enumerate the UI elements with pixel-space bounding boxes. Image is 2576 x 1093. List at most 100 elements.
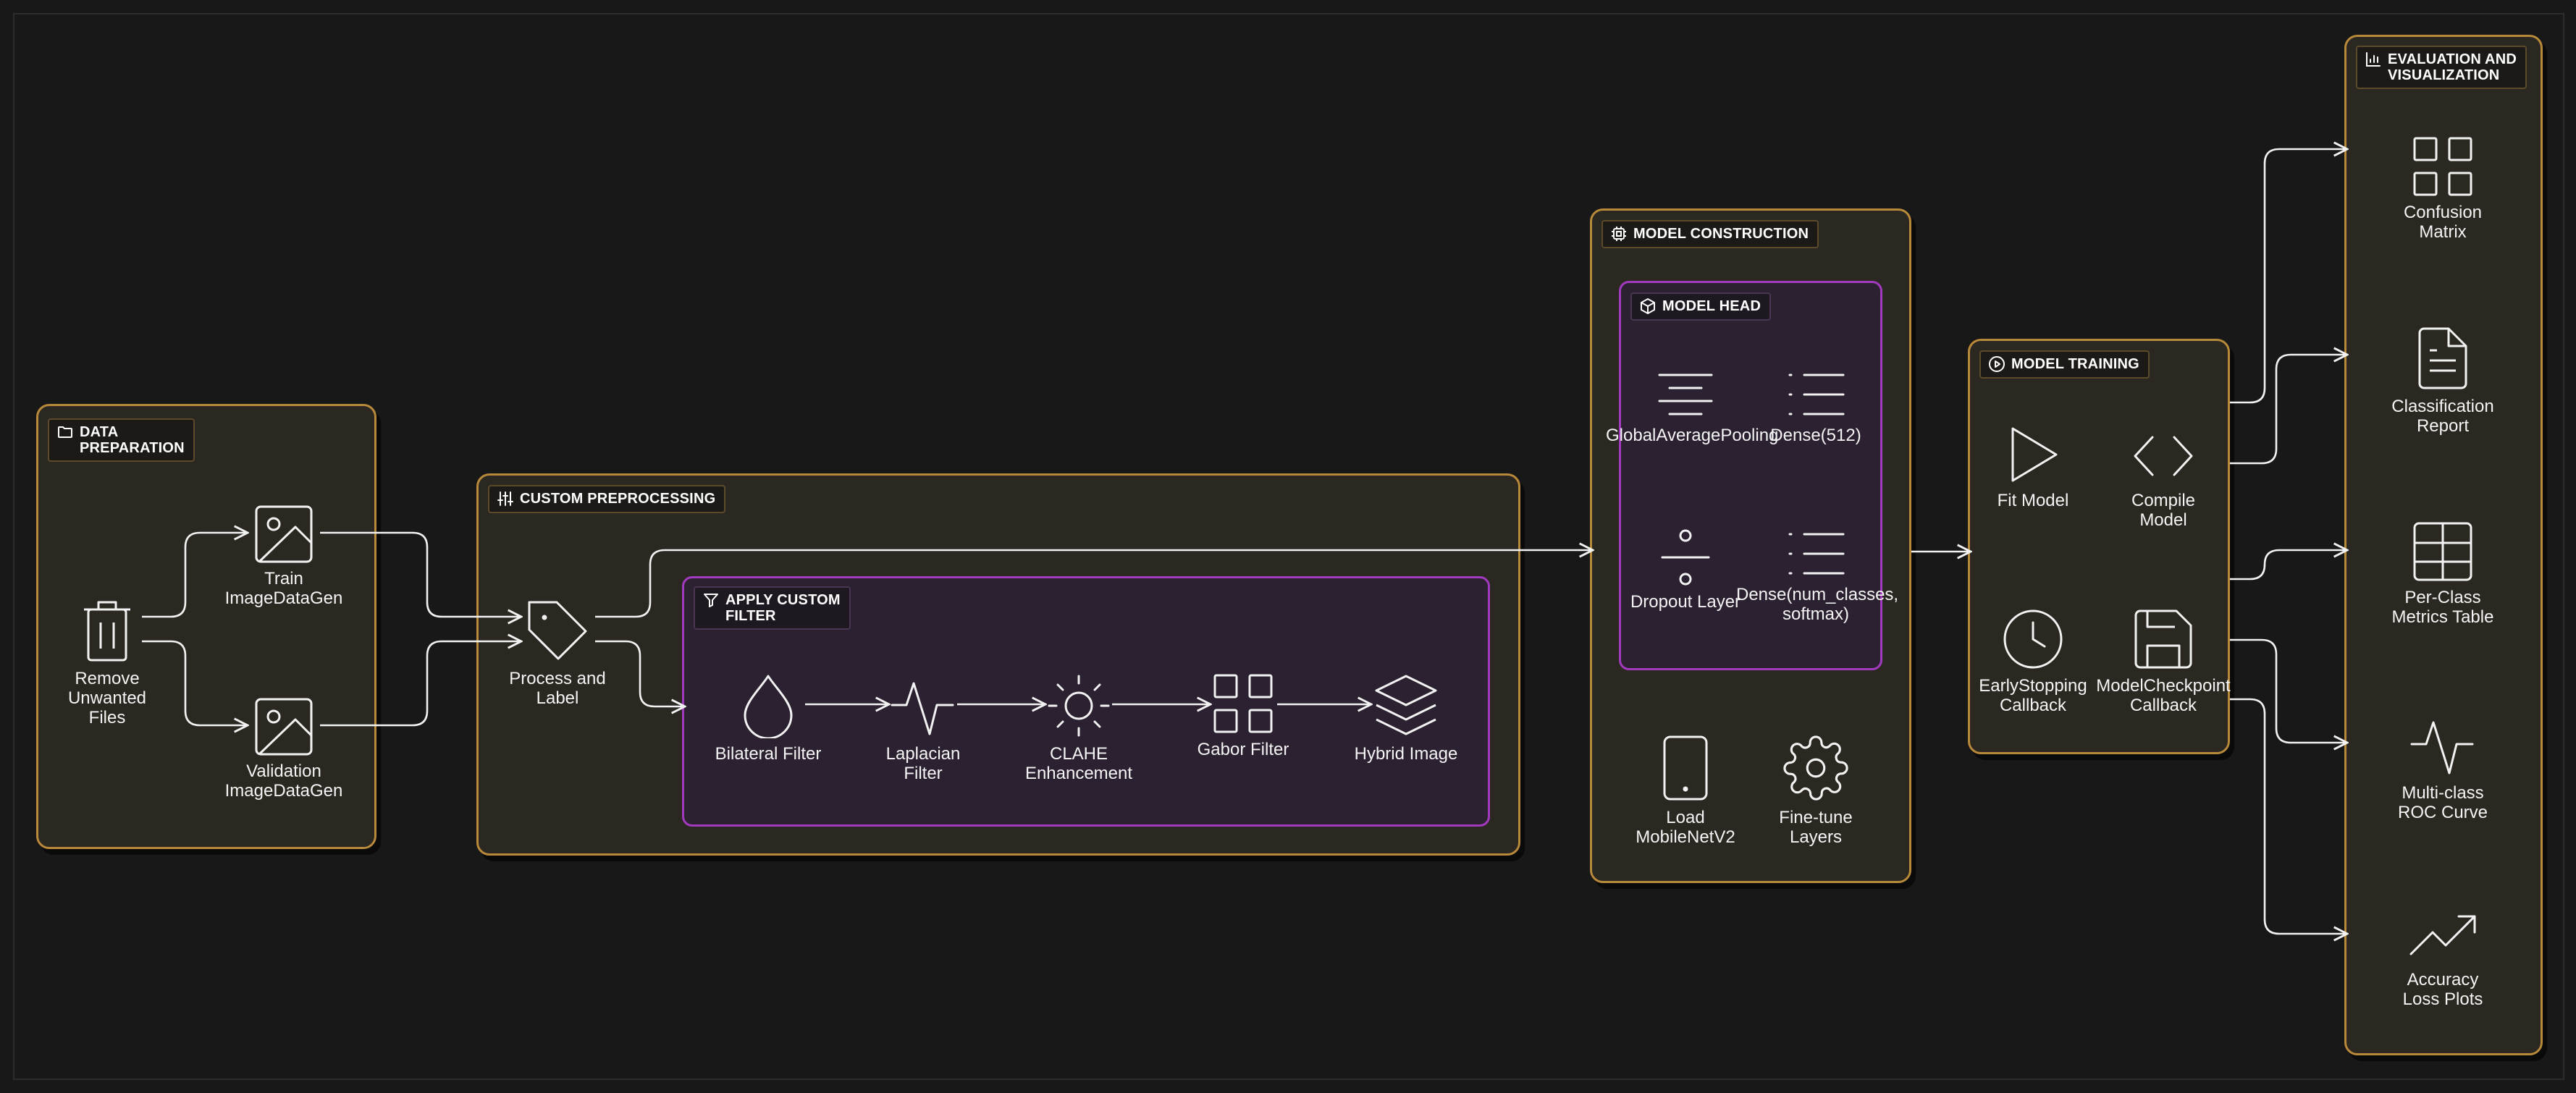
grid-icon [1213,674,1273,733]
node-label: ModelCheckpoint Callback [2096,676,2231,715]
node-label: Fit Model [1997,491,2069,510]
image-icon [255,698,313,756]
group-model-head: MODEL HEAD [1619,281,1882,670]
table-icon [2413,522,2472,581]
edge-train-process [320,531,521,617]
node-bilateral-filter[interactable]: Bilateral Filter [689,673,848,764]
node-label: Compile Model [2131,491,2196,530]
save-icon [2134,609,2192,669]
node-process-and-label[interactable]: Process and Label [478,598,637,708]
node-remove-unwanted-files[interactable]: Remove Unwanted Files [28,598,187,727]
node-label: Per-Class Metrics Table [2391,588,2494,627]
sun-icon [1048,675,1110,737]
group-label-apply-custom-filter: APPLY CUSTOM FILTER [694,586,851,630]
activity-icon [2410,721,2474,775]
node-label: Confusion Matrix [2403,203,2483,242]
group-label-evaluation: EVALUATION AND VISUALIZATION [2356,46,2527,89]
gear-icon [1783,735,1848,801]
group-title: APPLY CUSTOM FILTER [725,592,841,624]
box-icon [1641,298,1655,314]
node-fine-tune-layers[interactable]: Fine-tune Layers [1736,734,1895,847]
node-label: Dense(num_classes, softmax) [1736,585,1899,624]
node-train-imagedatagen[interactable]: Train ImageDataGen [204,505,363,608]
node-label: Gabor Filter [1197,740,1289,759]
edge-training-roc [2230,638,2347,743]
edge-process-construction [595,550,1593,618]
node-classification-report[interactable]: Classification Report [2363,326,2522,436]
tablet-icon [1663,735,1708,801]
node-label: Remove Unwanted Files [67,669,147,727]
play-icon [2011,427,2058,482]
node-label: Fine-tune Layers [1779,808,1853,847]
edge-remove-train [142,533,248,618]
node-label: Laplacian Filter [885,744,961,783]
node-label: Accuracy Loss Plots [2402,970,2483,1009]
node-confusion-matrix[interactable]: Confusion Matrix [2363,136,2522,242]
trash-icon [84,601,130,662]
edge-process-filter [595,640,685,706]
file-text-icon [2418,327,2467,389]
layers-icon [1375,675,1437,735]
group-data-preparation: DATA PREPARATION [36,404,376,849]
trending-up-icon [2409,915,2476,955]
list-icon [1788,374,1845,415]
node-label: Classification Report [2391,397,2494,436]
divide-icon [1661,529,1710,586]
filter-icon [704,594,718,607]
canvas-frame [13,13,2564,1080]
node-laplacian-filter[interactable]: Laplacian Filter [843,673,1003,783]
group-title: MODEL CONSTRUCTION [1633,226,1809,242]
node-dropout-layer[interactable]: Dropout Layer [1606,528,1765,612]
align-center-icon [1658,374,1713,415]
droplet-icon [744,675,793,738]
node-early-stopping-callback[interactable]: EarlyStopping Callback [1953,608,2113,715]
node-label: Hybrid Image [1354,744,1458,764]
node-fit-model[interactable]: Fit Model [1953,424,2113,510]
node-multi-class-roc-curve[interactable]: Multi-class ROC Curve [2363,712,2522,822]
group-title: EVALUATION AND VISUALIZATION [2388,51,2517,83]
node-label: Train ImageDataGen [224,569,343,608]
node-gabor-filter[interactable]: Gabor Filter [1163,673,1323,759]
node-dense-512[interactable]: Dense(512) [1736,369,1895,445]
node-compile-model[interactable]: Compile Model [2084,427,2243,530]
cpu-icon [1612,227,1626,241]
node-global-average-pooling[interactable]: GlobalAveragePooling [1606,369,1778,445]
node-label: Bilateral Filter [715,744,822,764]
clock-icon [2003,609,2063,669]
list-icon [1788,533,1845,575]
bar-chart-icon [2366,52,2381,67]
edge-training-perclass [2230,550,2347,581]
node-label: CLAHE Enhancement [1024,744,1133,783]
group-title: DATA PREPARATION [80,424,185,456]
group-title: CUSTOM PREPROCESSING [520,491,716,507]
node-hybrid-image[interactable]: Hybrid Image [1326,673,1486,764]
group-title: MODEL TRAINING [2011,356,2139,372]
group-label-custom-preprocessing: CUSTOM PREPROCESSING [488,485,726,513]
edge-remove-validation [142,640,248,725]
node-label: Multi-class ROC Curve [2397,783,2488,822]
image-icon [255,505,313,563]
play-circle-icon [1989,356,2005,372]
node-label: Process and Label [509,669,606,708]
group-label-model-head: MODEL HEAD [1630,292,1772,321]
activity-icon [891,682,954,735]
node-clahe-enhancement[interactable]: CLAHE Enhancement [999,673,1158,783]
edge-validation-process [320,641,521,727]
tag-icon [528,601,587,660]
grid-icon [2413,137,2472,196]
node-load-mobilenetv2[interactable]: Load MobileNetV2 [1606,734,1765,847]
edge-training-confusion [2230,149,2347,404]
node-label: Load MobileNetV2 [1636,808,1735,847]
node-accuracy-loss-plots[interactable]: Accuracy Loss Plots [2363,906,2522,1009]
node-dense-output[interactable]: Dense(num_classes, softmax) [1736,528,1899,624]
node-model-checkpoint-callback[interactable]: ModelCheckpoint Callback [2084,608,2243,715]
node-label: EarlyStopping Callback [1979,676,2087,715]
edge-training-report [2230,355,2347,465]
edge-training-plots [2230,698,2347,934]
node-validation-imagedatagen[interactable]: Validation ImageDataGen [204,698,363,801]
node-per-class-metrics-table[interactable]: Per-Class Metrics Table [2363,521,2522,627]
folder-icon [58,426,72,438]
node-label: Validation ImageDataGen [224,761,343,801]
